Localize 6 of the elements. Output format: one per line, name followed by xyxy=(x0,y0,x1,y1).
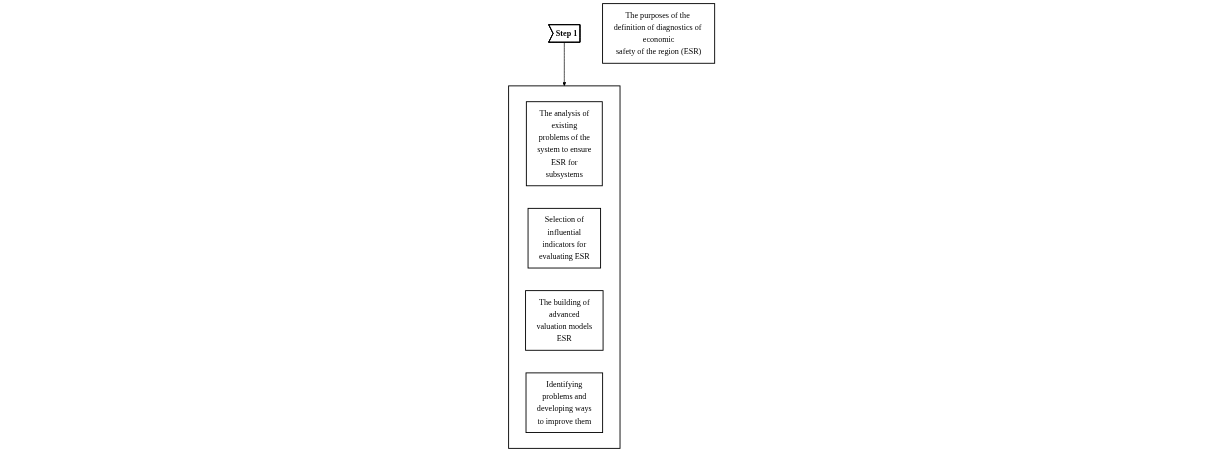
cluster xyxy=(508,85,621,449)
node-box: Selection of influential indicators for evaluating ESR xyxy=(527,207,602,269)
node-box: The analysis of existing problems of the system to ensure ESR for subsystems xyxy=(526,101,604,187)
node-box: The building of advanced valuation models ESR xyxy=(525,290,604,351)
node-box: Identifying problems and developing ways to improve them xyxy=(525,372,604,433)
node-box: The purposes of the definition of diagnostics of economic safety of the region (ESR) xyxy=(602,3,716,64)
